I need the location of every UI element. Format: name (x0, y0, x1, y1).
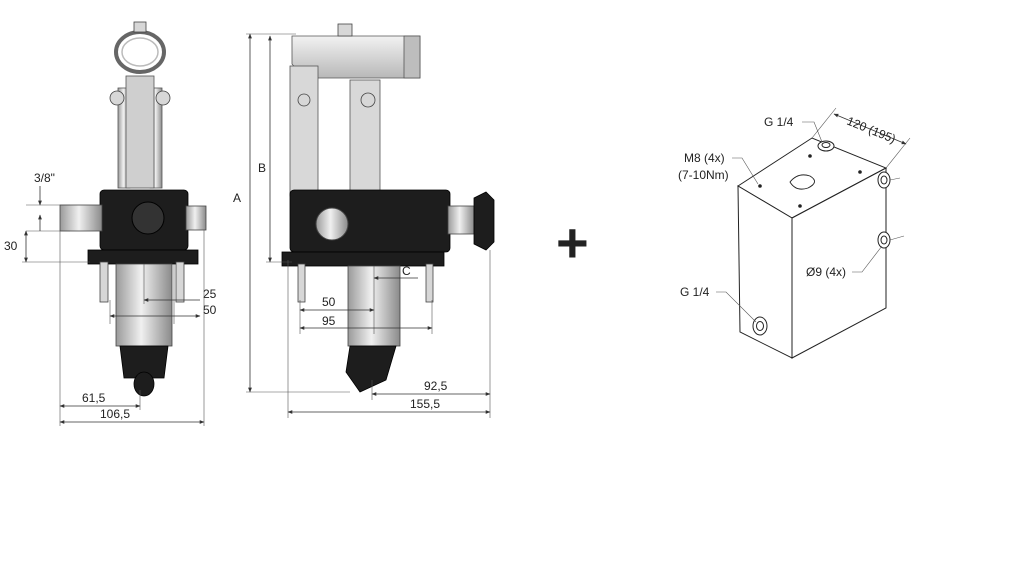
side-flange (281, 251, 445, 267)
side-stud-right (425, 263, 434, 303)
handle-cap (133, 21, 147, 33)
side-suction-foot (345, 345, 397, 393)
tank-bottom-port-inner (756, 321, 764, 331)
m8-hole-3 (858, 170, 862, 174)
suction-foot (119, 345, 169, 379)
dim-b: B (258, 161, 266, 175)
side-valve-port (315, 207, 349, 241)
tank-boss-upper-inner (880, 175, 888, 185)
side-pivot-1 (297, 93, 311, 107)
side-stud-left (297, 263, 306, 303)
tank-right-face (791, 167, 887, 359)
handle-cap-top (337, 23, 353, 37)
pivot-bolt-left (109, 90, 125, 106)
dim-a: A (233, 191, 241, 205)
side-port-fitting (447, 205, 475, 235)
dim-92-5: 92,5 (424, 379, 448, 393)
handle-bar (291, 35, 421, 79)
dim-50-front: 50 (203, 303, 217, 317)
handle-grip (403, 35, 421, 79)
lever-link (125, 75, 155, 189)
dim-120-195: 120 (195) (845, 114, 898, 146)
pivot-bolt-right (155, 90, 171, 106)
side-lever-left (289, 65, 319, 197)
dim-25: 25 (203, 287, 217, 301)
flange-stud-right (175, 261, 185, 303)
release-knob (473, 191, 495, 251)
side-pump-body (289, 189, 451, 253)
dim-106-5: 106,5 (100, 407, 130, 421)
plus-sign: + (556, 211, 589, 274)
dim-155-5: 155,5 (410, 397, 440, 411)
tank-top-port-inner (821, 142, 831, 148)
m8-label: M8 (4x) (684, 151, 725, 165)
dim-c: C (402, 264, 411, 278)
pump-side-view: A B C 50 95 92,5 155,5 (233, 23, 495, 418)
tank-boss-lower-inner (880, 235, 888, 245)
m8-hole-1 (758, 184, 762, 188)
side-pivot-2 (360, 92, 376, 108)
handle-ring-inner (121, 37, 159, 67)
dim-61-5: 61,5 (82, 391, 106, 405)
flange-stud-left (99, 261, 109, 303)
g14-bottom-label: G 1/4 (680, 285, 710, 299)
dim-50-side: 50 (322, 295, 336, 309)
g14-top-label: G 1/4 (764, 115, 794, 129)
valve-knob (131, 201, 165, 235)
m8-hole-4 (798, 204, 802, 208)
m8-hole-2 (808, 154, 812, 158)
port-fitting-left (59, 204, 103, 232)
port-size-label: 3/8" (34, 171, 55, 185)
port-fitting-right (185, 205, 207, 231)
tank-view: 120 (195) G 1/4 M8 (4x) (7-10Nm) Ø9 (4x)… (678, 107, 911, 359)
pump-front-view: 3/8" 30 25 50 61,5 106,5 (4, 21, 217, 426)
tank-filler-cutout (789, 174, 815, 190)
dim-30: 30 (4, 239, 18, 253)
dim-95: 95 (322, 314, 336, 328)
d9-label: Ø9 (4x) (806, 265, 846, 279)
suction-tip (133, 371, 155, 397)
torque-label: (7-10Nm) (678, 168, 729, 182)
